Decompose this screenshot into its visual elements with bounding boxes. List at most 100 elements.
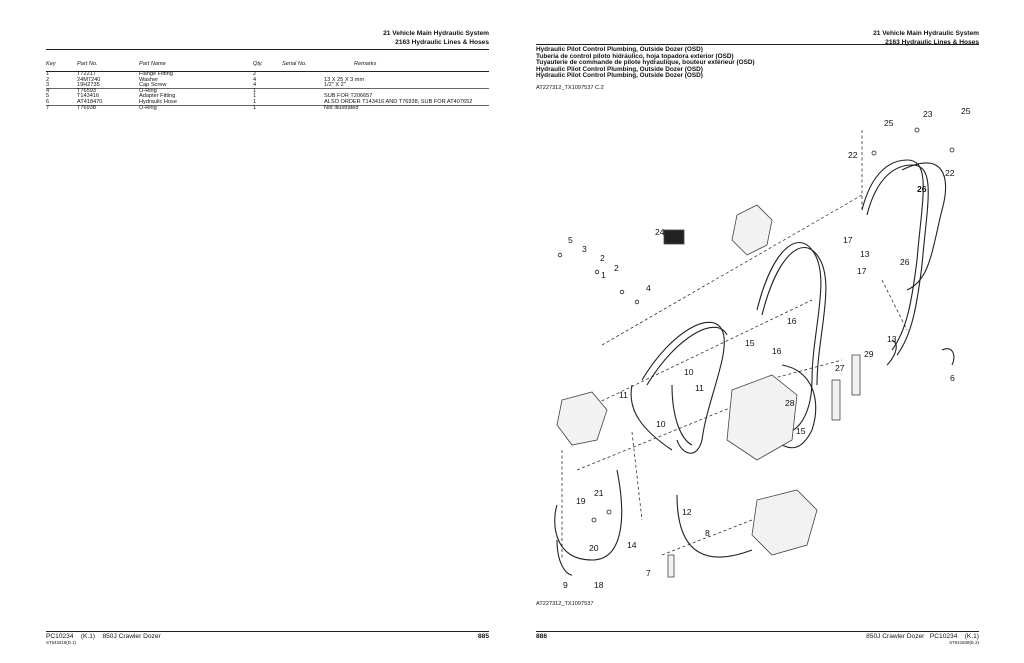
cell-remarks: 1/2" X 2" [324,81,346,88]
pump-housing [556,391,608,446]
cell-part-name: Hydraulic Hose [139,98,177,105]
callout-18: 18 [594,580,604,590]
callout-22a: 22 [848,150,858,160]
cell-qty: 1 [253,93,257,100]
figure-title-fr: Tuyauterie de commande de pilote hydraul… [536,59,755,67]
cell-key: 6 [46,98,50,105]
cell-part-name: Washer [139,76,159,83]
callout-20: 20 [589,543,599,553]
cell-key: 7 [46,105,61,112]
exploded-parts-diagram: 23 25 25 22 22 26 17 13 17 26 24 5 3 2 1… [554,106,971,590]
cell-qty: 4 [253,76,257,83]
page-footer: 850J Crawler Dozer PC10234 (K.1) ST64184… [866,633,979,645]
cell-key: 3 [46,81,50,88]
footer-revision: (K.1) [964,633,979,640]
callout-25a: 25 [961,106,971,116]
footer-code: ST641849(E.2) [949,640,979,645]
callout-6: 6 [950,373,955,383]
cell-key: 4 [46,88,61,95]
page-number: 886 [536,633,548,640]
cell-part-no: 19H2735 [77,81,100,88]
callout-10a: 10 [684,367,694,377]
page-header: 21 Vehicle Main Hydraulic System 2163 Hy… [383,29,489,47]
cell-qty: 2 [253,71,257,78]
callout-15a: 15 [745,338,755,348]
page-header: 21 Vehicle Main Hydraulic System 2163 Hy… [873,29,979,47]
cell-serial-no [282,105,324,112]
callout-22b: 22 [945,168,955,178]
col-part-no: Part No. [61,61,139,73]
parts-table-header-row: Key Part No. Part Name Qty. Serial No. R… [46,61,489,73]
callout-29: 29 [864,349,874,359]
footer-code: ST643418(D.1) [46,640,77,645]
footer-rule [46,631,489,632]
callout-16a: 16 [787,316,797,326]
parts-table: Key Part No. Part Name Qty. Serial No. R… [46,61,489,112]
o-ring-item [667,554,675,578]
callout-26a: 26 [917,184,927,194]
header-section-title: 21 Vehicle Main Hydraulic System [383,30,489,37]
cell-serial-no [282,88,324,95]
leader-dashed-lines [561,130,908,560]
figure-id-top: AT227312_TX1097537 C.2 [536,85,604,91]
header-rule [536,44,979,45]
component-sketches [556,204,861,578]
cell-qty: 1 [253,98,257,105]
cell-remarks: 13 X 25 X 3 mm [324,76,365,83]
spacer-block [851,354,861,396]
callout-19: 19 [576,496,586,506]
callout-9: 9 [563,580,568,590]
cell-part-no: T143416 [77,93,100,100]
footer-doc-number: PC10234 [46,633,74,640]
callout-labels: 23 25 25 22 22 26 17 13 17 26 24 5 3 2 1… [563,106,971,590]
callout-13b: 13 [887,334,897,344]
cell-part-name: Flange Fitting [139,71,173,78]
cell-part-no: T72217 [77,71,96,78]
cell-remarks: Not Illustrated [324,105,489,112]
fittings [557,127,955,523]
pilot-control-valve [731,204,773,256]
callout-25b: 25 [884,118,894,128]
cell-part-no: T76938 [61,105,139,112]
callout-1: 1 [601,270,606,280]
col-qty: Qty. [253,61,282,73]
callout-3: 3 [582,244,587,254]
callout-26b: 26 [900,257,910,267]
callout-16b: 16 [772,346,782,356]
cell-part-name: O-Ring [139,105,253,112]
header-rule [46,49,489,50]
cell-part-no: T76593 [61,88,139,95]
clamp-plate [831,379,841,421]
cell-key: 2 [46,76,50,83]
header-subsection-title: 2163 Hydraulic Lines & Hoses [395,39,489,46]
callout-24: 24 [655,227,665,237]
footer-rule [536,631,979,632]
header-subsection-title: 2163 Hydraulic Lines & Hoses [885,39,979,46]
cell-qty: 1 [253,105,282,112]
callout-2a: 2 [600,253,605,263]
footer-revision: (K.1) [80,633,96,640]
cell-key: 1 [46,71,50,78]
callout-12: 12 [682,507,692,517]
transmission-housing [751,489,818,556]
header-section-title: 21 Vehicle Main Hydraulic System [873,30,979,37]
footer-model: 850J Crawler Dozer [102,633,161,640]
callout-17b: 17 [857,266,867,276]
callout-7: 7 [646,568,651,578]
callout-4: 4 [646,283,651,293]
callout-23: 23 [923,109,933,119]
cell-part-name: Adapter Fitting [139,93,176,100]
cell-key: 5 [46,93,50,100]
figure-title-alt1: Hydraulic Pilot Control Plumbing, Outsid… [536,65,703,73]
cell-part-name: Cap Screw [139,81,167,88]
callout-2b: 2 [614,263,619,273]
col-serial-no: Serial No. [282,61,324,73]
decal-label [663,229,685,245]
col-key: Key [46,61,61,73]
callout-11a: 11 [695,383,704,393]
